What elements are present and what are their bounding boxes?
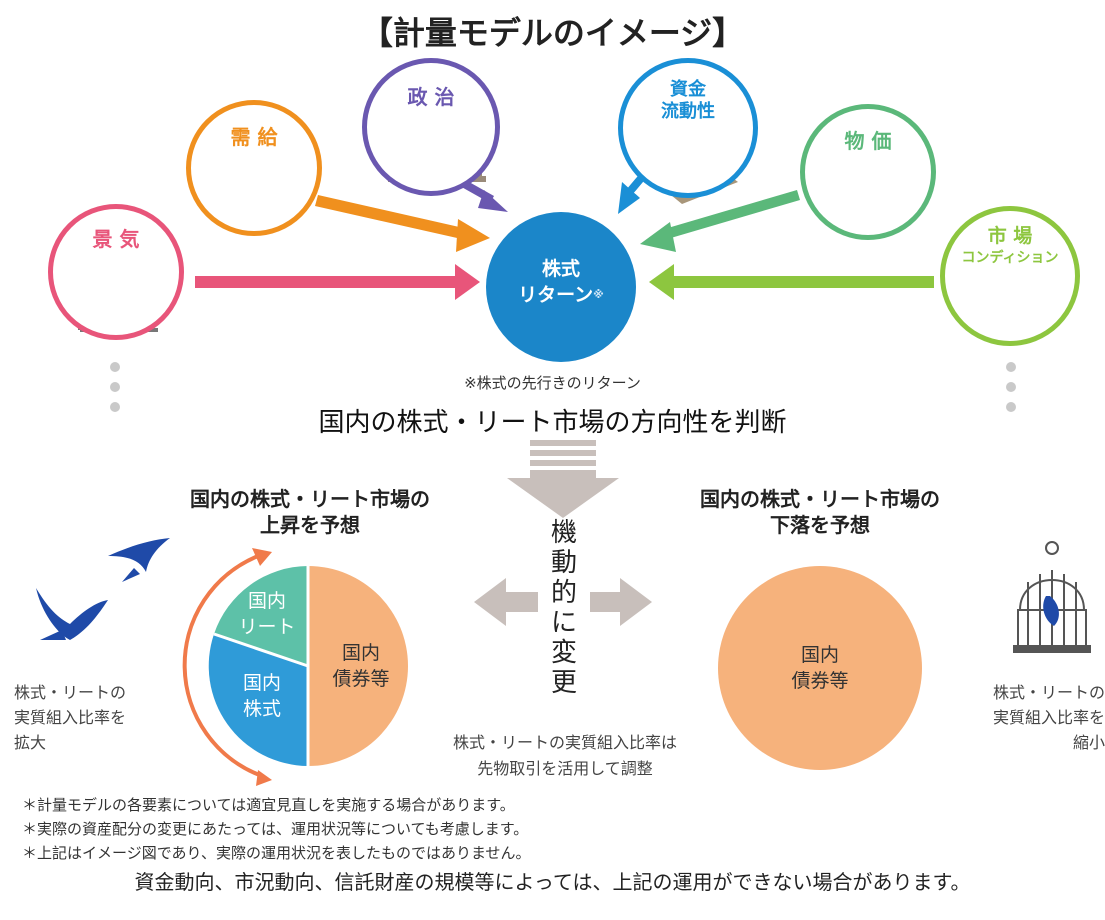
pie-reit-line1: 国内 bbox=[247, 590, 286, 612]
vertical-char: 更 bbox=[550, 668, 577, 698]
arrow-jukyu bbox=[315, 195, 490, 252]
pie-label-bond-right: 国内 債券等 bbox=[775, 642, 865, 694]
factor-seiji-label: 政 治 bbox=[407, 85, 455, 109]
factor-keiki: 景 気 bbox=[48, 204, 184, 340]
factor-shijo: 市 場 コンディション bbox=[940, 206, 1080, 346]
right-heading: 国内の株式・リート市場の 下落を予想 bbox=[660, 486, 980, 538]
right-side-line1: 株式・リートの bbox=[992, 683, 1105, 702]
page-title: 【計量モデルのイメージ】 bbox=[360, 14, 745, 52]
center-line2: リターン※ bbox=[486, 282, 636, 308]
pie-stock-line2: 株式 bbox=[242, 698, 281, 720]
right-pie bbox=[718, 566, 922, 770]
pie-label-bond-left: 国内 債券等 bbox=[316, 640, 406, 692]
factor-keiki-label: 景 気 bbox=[92, 227, 140, 251]
left-side-line2: 実質組入比率を bbox=[14, 708, 127, 727]
bird-icon-large bbox=[36, 588, 108, 640]
birdcage-icon bbox=[1013, 541, 1091, 653]
left-grey-arrow bbox=[474, 578, 538, 626]
left-side-text: 株式・リートの 実質組入比率を 拡大 bbox=[14, 680, 184, 755]
ellipsis-dot bbox=[110, 362, 120, 372]
center-text: 株式 リターン※ bbox=[486, 256, 636, 308]
factor-shikin-line1: 資金 bbox=[670, 79, 706, 100]
curved-arrow bbox=[182, 548, 272, 786]
factor-jukyu: 需 給 bbox=[186, 100, 322, 236]
mid-note: 株式・リートの実質組入比率は 先物取引を活用して調整 bbox=[400, 730, 730, 782]
center-line2-text: リターン bbox=[518, 284, 594, 306]
left-heading: 国内の株式・リート市場の 上昇を予想 bbox=[150, 486, 470, 538]
ellipsis-dot bbox=[1006, 362, 1016, 372]
center-note: ※株式の先行きのリターン bbox=[464, 374, 641, 392]
left-side-line3: 拡大 bbox=[14, 733, 47, 752]
right-heading-line2: 下落を予想 bbox=[770, 513, 870, 537]
vertical-char: 変 bbox=[550, 638, 577, 668]
arrow-shijo bbox=[649, 264, 934, 300]
arrow-bukka bbox=[640, 190, 800, 252]
left-heading-line2: 上昇を予想 bbox=[260, 513, 360, 537]
pie-bond-right-line2: 債券等 bbox=[791, 670, 849, 692]
vertical-char: 動 bbox=[550, 548, 577, 578]
right-side-line2: 実質組入比率を bbox=[992, 708, 1105, 727]
factor-bukka: 物 価 bbox=[800, 104, 936, 240]
ellipsis-dot bbox=[1006, 382, 1016, 392]
factor-shijo-line1: 市 場 bbox=[987, 225, 1033, 247]
factor-shikin-label: 資金 流動性 bbox=[623, 79, 753, 123]
center-circle: 株式 リターン※ bbox=[486, 212, 636, 362]
vertical-char: 的 bbox=[550, 578, 577, 608]
right-heading-line1: 国内の株式・リート市場の bbox=[700, 487, 940, 511]
pie-reit-line2: リート bbox=[238, 616, 296, 638]
bird-icon-small bbox=[108, 538, 170, 582]
factor-shikin: 資金 流動性 bbox=[618, 58, 758, 198]
pie-stock-line1: 国内 bbox=[242, 672, 281, 694]
pie-bond-left-line2: 債券等 bbox=[332, 668, 390, 690]
oil-label: OIL bbox=[876, 186, 900, 200]
factor-bukka-label: 物 価 bbox=[844, 129, 892, 153]
pie-label-reit: 国内 リート bbox=[232, 588, 302, 640]
ellipsis-dot bbox=[110, 402, 120, 412]
arrow-keiki bbox=[195, 264, 480, 300]
footnote: ＊実際の資産配分の変更にあたっては、運用状況等についても考慮します。 bbox=[22, 820, 529, 838]
ellipsis-dot bbox=[1006, 402, 1016, 412]
right-side-text: 株式・リートの 実質組入比率を 縮小 bbox=[960, 680, 1105, 755]
factor-shijo-line2: コンディション bbox=[961, 250, 1059, 266]
center-line1: 株式 bbox=[541, 258, 580, 280]
down-arrow bbox=[507, 440, 619, 518]
vertical-char: に bbox=[550, 608, 577, 638]
vertical-char: 機 bbox=[550, 518, 577, 548]
left-heading-line1: 国内の株式・リート市場の bbox=[190, 487, 430, 511]
pie-label-stock: 国内 株式 bbox=[222, 670, 302, 722]
ellipsis-dot bbox=[110, 382, 120, 392]
footnote: ＊上記はイメージ図であり、実際の運用状況を表したものではありません。 bbox=[22, 844, 531, 862]
factor-shikin-line2: 流動性 bbox=[661, 101, 715, 122]
judgement-text: 国内の株式・リート市場の方向性を判断 bbox=[318, 408, 787, 438]
vertical-label: 機 動 的 に 変 更 bbox=[546, 518, 582, 698]
factor-seiji: 政 治 bbox=[362, 58, 500, 196]
factor-shijo-label: 市 場 コンディション bbox=[945, 225, 1075, 269]
factor-jukyu-label: 需 給 bbox=[230, 125, 278, 149]
mid-note-line2: 先物取引を活用して調整 bbox=[477, 759, 653, 778]
right-grey-arrow bbox=[590, 578, 652, 626]
center-mark: ※ bbox=[593, 288, 604, 301]
left-side-line1: 株式・リートの bbox=[14, 683, 127, 702]
right-side-line3: 縮小 bbox=[1072, 733, 1105, 752]
footnote: ＊計量モデルの各要素については適宜見直しを実施する場合があります。 bbox=[22, 796, 515, 814]
left-pie bbox=[208, 566, 408, 766]
pie-bond-right-line1: 国内 bbox=[800, 644, 839, 666]
bottom-note: 資金動向、市況動向、信託財産の規模等によっては、上記の運用ができない場合がありま… bbox=[134, 870, 971, 894]
mid-note-line1: 株式・リートの実質組入比率は bbox=[452, 733, 677, 752]
pie-bond-left-line1: 国内 bbox=[341, 642, 380, 664]
